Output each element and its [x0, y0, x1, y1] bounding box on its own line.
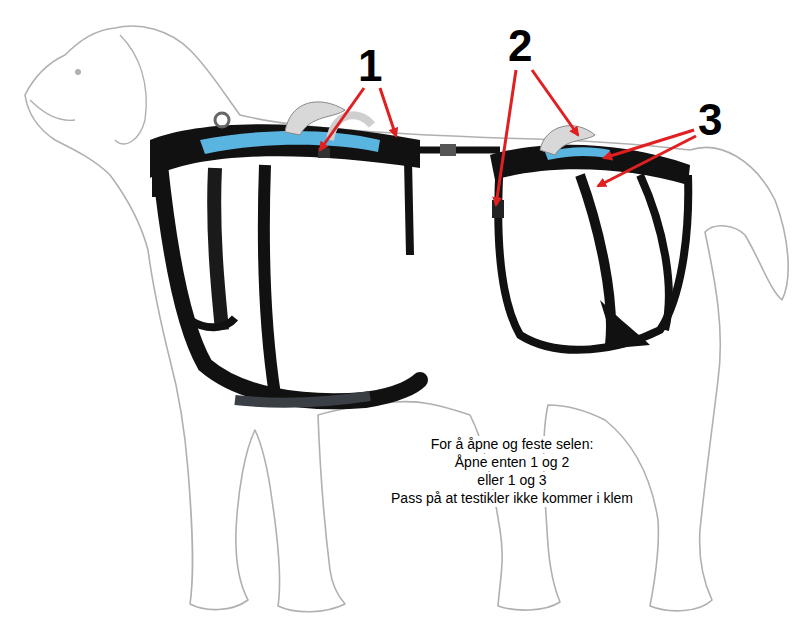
instruction-note: eller 1 og 3 [474, 472, 549, 489]
instruction-note: Åpne enten 1 og 2 [452, 454, 572, 471]
dog-sketch [25, 26, 788, 612]
rear-harness [490, 126, 690, 350]
callout-arrows [320, 70, 696, 205]
instruction-note: Pass på at testikler ikke kommer i klem [388, 490, 636, 507]
callout-number: 3 [698, 98, 722, 142]
dog-ear [115, 35, 146, 144]
connector-strap [418, 147, 500, 154]
front-harness [150, 102, 420, 403]
instruction-note: For å åpne og feste selen: [428, 436, 597, 453]
dog-mouth [30, 100, 75, 120]
callout-number: 1 [358, 44, 382, 88]
callout-number: 2 [508, 24, 532, 68]
dog-eye [75, 69, 81, 75]
